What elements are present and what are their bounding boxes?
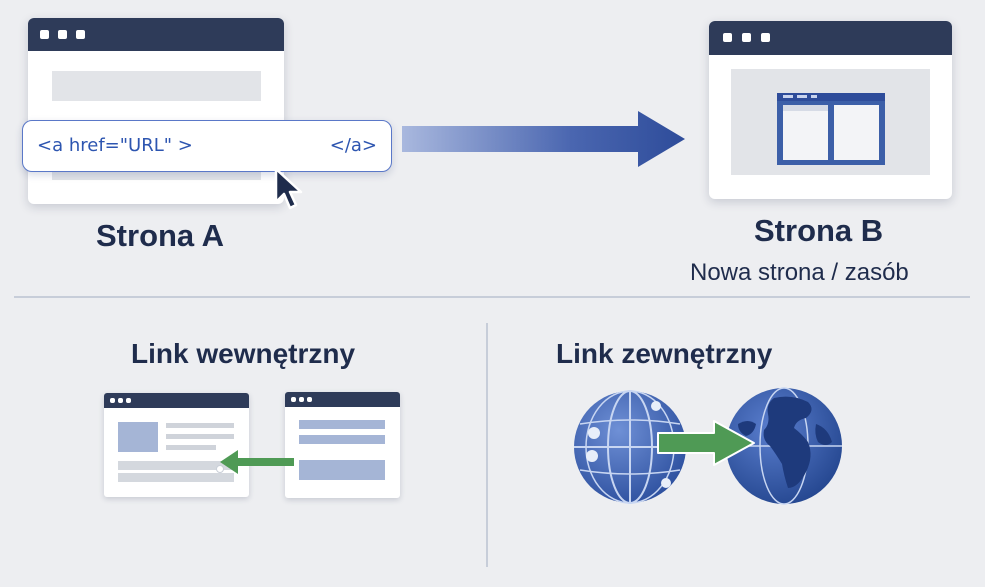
window-dot bbox=[126, 398, 131, 403]
arrow-right-icon bbox=[402, 111, 685, 167]
globe-icon bbox=[574, 390, 686, 504]
cursor-icon bbox=[274, 167, 303, 210]
page-a-titlebar bbox=[28, 18, 284, 51]
horizontal-divider bbox=[14, 296, 970, 298]
globe-icon bbox=[726, 387, 842, 505]
window-dot bbox=[742, 33, 751, 42]
internal-page-window-left bbox=[104, 393, 249, 497]
arrow-left-icon bbox=[216, 450, 294, 474]
window-dot bbox=[58, 30, 67, 39]
window-dot bbox=[299, 397, 304, 402]
page-b-screen bbox=[731, 69, 930, 175]
window-dot bbox=[291, 397, 296, 402]
page-b-sublabel: Nowa strona / zasób bbox=[690, 259, 909, 286]
text-line bbox=[166, 445, 216, 450]
window-dot bbox=[118, 398, 123, 403]
window-dot bbox=[307, 397, 312, 402]
internal-page-window-right bbox=[285, 392, 400, 498]
arrow-right-icon bbox=[657, 420, 755, 466]
anchor-code-pill: <a href="URL" > </a> bbox=[22, 120, 392, 172]
content-block bbox=[299, 435, 385, 444]
page-b-window bbox=[709, 21, 952, 199]
internal-link-title: Link wewnętrzny bbox=[131, 338, 356, 369]
window-dot bbox=[723, 33, 732, 42]
page-a-window bbox=[28, 18, 284, 204]
window-dot bbox=[40, 30, 49, 39]
book-page-icon bbox=[777, 93, 885, 165]
page-a-label: Strona A bbox=[96, 218, 225, 253]
window-titlebar bbox=[104, 393, 249, 408]
window-dot bbox=[110, 398, 115, 403]
external-link-title: Link zewnętrzny bbox=[556, 338, 773, 369]
page-b-titlebar bbox=[709, 21, 952, 55]
window-dot bbox=[761, 33, 770, 42]
text-line bbox=[166, 434, 234, 439]
code-open-tag: <a href="URL" > bbox=[37, 135, 193, 156]
code-close-tag: </a> bbox=[329, 135, 377, 156]
content-block bbox=[299, 420, 385, 429]
content-block bbox=[299, 460, 385, 480]
text-line bbox=[118, 461, 234, 470]
text-line bbox=[166, 423, 234, 428]
image-block bbox=[118, 422, 158, 452]
window-dot bbox=[76, 30, 85, 39]
vertical-divider bbox=[486, 323, 488, 567]
window-titlebar bbox=[285, 392, 400, 407]
text-line bbox=[118, 473, 234, 482]
content-block bbox=[52, 71, 261, 101]
page-b-label: Strona B bbox=[754, 213, 884, 248]
